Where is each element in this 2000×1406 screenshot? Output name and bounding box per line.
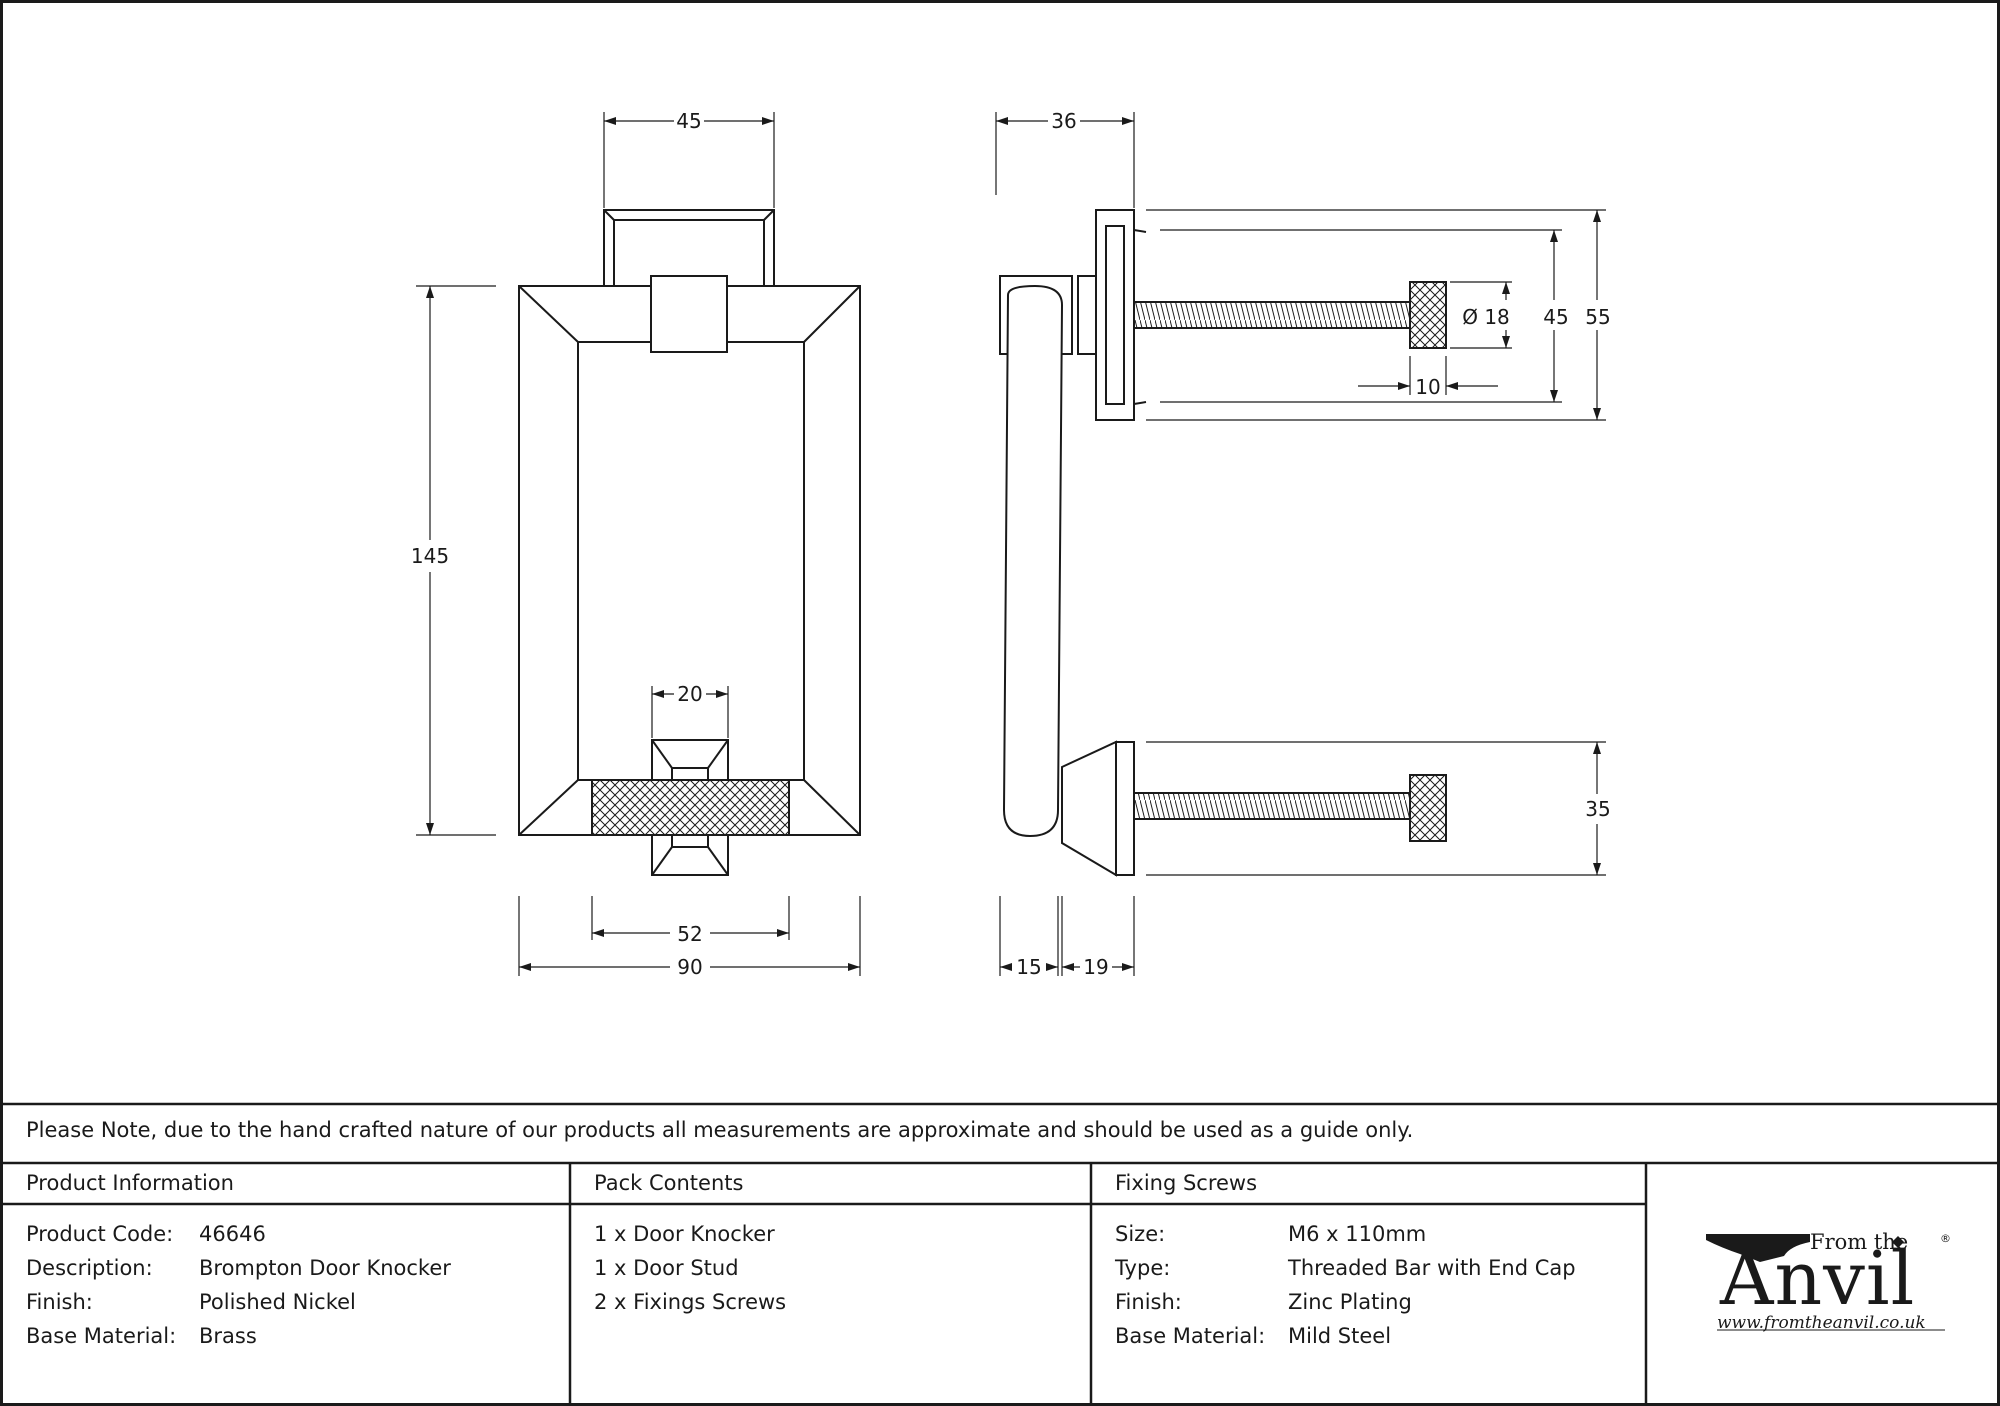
knurled-bar <box>591 779 790 836</box>
list-item: 2 x Fixings Screws <box>594 1290 787 1314</box>
striker-bottom <box>651 834 729 876</box>
product-info-row: Base Material: Brass <box>26 1319 451 1353</box>
dim-front-bar-width: 52 <box>677 922 702 946</box>
finish-label: Finish: <box>26 1290 93 1314</box>
screw-size-value: M6 x 110mm <box>1288 1222 1427 1246</box>
product-info-row: Product Code: 46646 <box>26 1217 451 1251</box>
screw-finish-value: Zinc Plating <box>1288 1290 1412 1314</box>
dim-side-end-cap-dia: Ø 18 <box>1462 305 1510 329</box>
dim-side-span-inner: 45 <box>1543 305 1568 329</box>
screw-material-label: Base Material: <box>1115 1324 1266 1348</box>
dim-side-top-depth: 36 <box>1051 109 1076 133</box>
base-material-value: Brass <box>199 1324 257 1348</box>
fixing-row: Size: M6 x 110mm <box>1115 1217 1576 1251</box>
description-value: Brompton Door Knocker <box>199 1256 451 1280</box>
fixing-row: Finish: Zinc Plating <box>1115 1285 1576 1319</box>
product-info-row: Description: Brompton Door Knocker <box>26 1251 451 1285</box>
brand-from-the: From the <box>1810 1230 1909 1254</box>
list-item: 1 x Door Stud <box>594 1256 739 1280</box>
list-item: 1 x Door Knocker <box>594 1222 775 1246</box>
stud-cone <box>1061 740 1117 877</box>
dim-side-base-depth-b: 19 <box>1083 955 1108 979</box>
dim-side-span-outer: 55 <box>1585 305 1610 329</box>
screw-type-label: Type: <box>1115 1256 1171 1280</box>
fixing-screws-table: Size: M6 x 110mm Type: Threaded Bar with… <box>1115 1217 1576 1353</box>
dim-side-stud-height: 35 <box>1585 797 1610 821</box>
screw-material-value: Mild Steel <box>1288 1324 1392 1348</box>
screw-top-thread <box>1133 301 1411 329</box>
anvil-logo-icon <box>1706 1234 1945 1331</box>
mount-plate-top <box>1095 209 1135 421</box>
measurement-note: Please Note, due to the hand crafted nat… <box>26 1118 1414 1142</box>
fixing-screws-header: Fixing Screws <box>1115 1171 1258 1195</box>
pivot-block <box>650 275 728 353</box>
product-info-header: Product Information <box>26 1171 234 1195</box>
screw-size-label: Size: <box>1115 1222 1166 1246</box>
end-cap-top <box>1409 281 1447 349</box>
base-material-label: Base Material: <box>26 1324 177 1348</box>
dim-front-width-top: 45 <box>676 109 701 133</box>
product-code-label: Product Code: <box>26 1222 174 1246</box>
registered-mark: ® <box>1940 1232 1951 1245</box>
screw-bottom-thread <box>1133 792 1411 820</box>
finish-value: Polished Nickel <box>199 1290 356 1314</box>
end-cap-bottom <box>1409 774 1447 842</box>
product-info-row: Finish: Polished Nickel <box>26 1285 451 1319</box>
dim-front-height: 145 <box>411 544 449 568</box>
product-code-value: 46646 <box>199 1222 266 1246</box>
description-label: Description: <box>26 1256 153 1280</box>
dim-side-base-depth-a: 15 <box>1016 955 1041 979</box>
screw-type-value: Threaded Bar with End Cap <box>1288 1256 1576 1280</box>
brand-url: www.fromtheanvil.co.uk <box>1717 1313 1926 1333</box>
product-info-table: Product Code: 46646 Description: Brompto… <box>26 1217 451 1353</box>
front-view <box>518 209 861 876</box>
fixing-row: Type: Threaded Bar with End Cap <box>1115 1251 1576 1285</box>
pack-contents-header: Pack Contents <box>594 1171 744 1195</box>
brand-name: Anvil <box>1720 1236 1916 1322</box>
striker-top <box>651 739 729 781</box>
pack-contents-list: 1 x Door Knocker 1 x Door Stud 2 x Fixin… <box>594 1217 786 1319</box>
dim-front-striker-width: 20 <box>677 682 702 706</box>
screw-finish-label: Finish: <box>1115 1290 1182 1314</box>
fixing-row: Base Material: Mild Steel <box>1115 1319 1576 1353</box>
dim-side-end-cap-len: 10 <box>1415 375 1440 399</box>
side-view <box>999 209 1447 877</box>
knocker-arm <box>1002 284 1064 838</box>
dim-front-total-width: 90 <box>677 955 702 979</box>
